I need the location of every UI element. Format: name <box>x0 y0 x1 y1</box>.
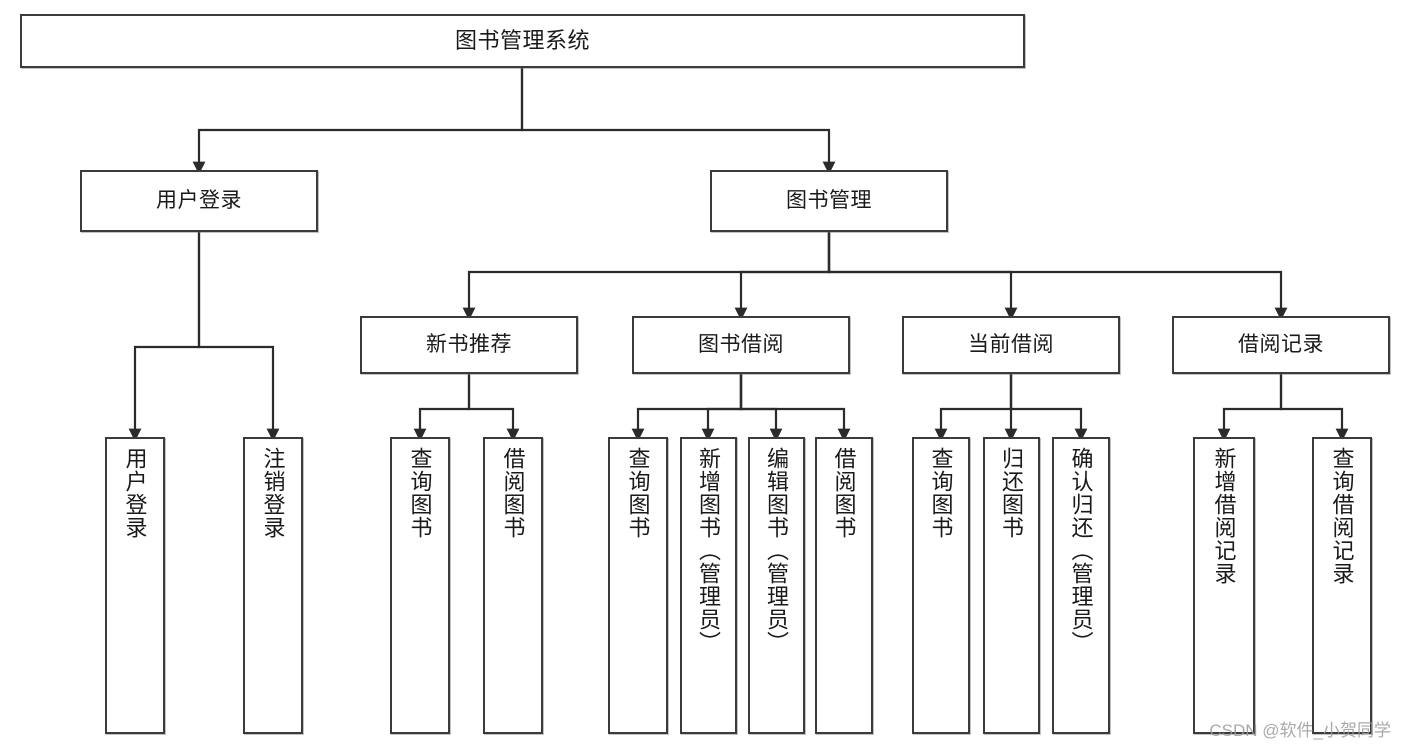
edge-new-book-recommend-to-query-book-1 <box>413 374 471 442</box>
edge-book-management-to-current-borrow <box>827 232 1018 321</box>
node-label: 注销登录 <box>260 447 286 539</box>
node-label: 借阅图书 <box>500 447 526 539</box>
edge-book-borrow-to-borrow-book-2 <box>739 374 851 442</box>
edge-book-management-to-new-book-recommend <box>462 232 831 321</box>
node-query-book-3[interactable]: 查询图书 <box>912 437 970 734</box>
edge-borrow-records-to-add-borrow-record <box>1217 374 1283 442</box>
node-label: 新增图书（管理员） <box>696 447 722 654</box>
node-user-login[interactable]: 用户登录 <box>80 170 318 232</box>
edge-current-borrow-to-query-book-3 <box>934 374 1013 442</box>
node-label: 图书借阅 <box>698 332 784 356</box>
node-label: 查询借阅记录 <box>1329 447 1355 585</box>
edge-root-to-user-login <box>192 68 524 175</box>
node-label: 归还图书 <box>999 447 1025 539</box>
node-label: 用户登录 <box>122 447 148 539</box>
node-label: 图书管理 <box>786 188 872 212</box>
node-label: 图书管理系统 <box>454 28 590 54</box>
edge-book-borrow-to-edit-book <box>739 374 783 442</box>
edge-new-book-recommend-to-borrow-book-1 <box>467 374 520 442</box>
edge-user-login-to-user-logout-leaf <box>197 232 280 442</box>
node-label: 用户登录 <box>156 188 242 212</box>
node-label: 新书推荐 <box>426 332 512 356</box>
node-add-borrow-record[interactable]: 新增借阅记录 <box>1193 437 1255 734</box>
edge-user-login-to-user-login-leaf <box>128 232 201 442</box>
node-label: 确认归还（管理员） <box>1068 447 1094 654</box>
node-label: 查询图书 <box>625 447 651 539</box>
node-user-logout-leaf[interactable]: 注销登录 <box>243 437 303 734</box>
node-query-book-1[interactable]: 查询图书 <box>390 437 450 734</box>
node-user-login-leaf[interactable]: 用户登录 <box>105 437 165 734</box>
node-borrow-book-1[interactable]: 借阅图书 <box>483 437 543 734</box>
watermark: CSDN @软件_小贺同学 <box>1209 721 1391 740</box>
node-label: 当前借阅 <box>968 332 1054 356</box>
node-edit-book[interactable]: 编辑图书（管理员） <box>748 437 805 734</box>
node-label: 借阅记录 <box>1238 332 1324 356</box>
edge-book-borrow-to-query-book-2 <box>631 374 743 442</box>
node-current-borrow[interactable]: 当前借阅 <box>902 316 1120 374</box>
node-add-book[interactable]: 新增图书（管理员） <box>680 437 737 734</box>
node-root[interactable]: 图书管理系统 <box>20 14 1025 68</box>
edge-current-borrow-to-confirm-return <box>1009 374 1088 442</box>
edge-root-to-book-management <box>520 68 836 175</box>
node-borrow-book-2[interactable]: 借阅图书 <box>815 437 873 734</box>
node-label: 借阅图书 <box>831 447 857 539</box>
node-label: 查询图书 <box>928 447 954 539</box>
node-query-book-2[interactable]: 查询图书 <box>608 437 668 734</box>
edge-book-borrow-to-add-book <box>701 374 743 442</box>
node-label: 编辑图书（管理员） <box>764 447 790 654</box>
node-borrow-records[interactable]: 借阅记录 <box>1172 316 1390 374</box>
node-label: 新增借阅记录 <box>1211 447 1237 585</box>
node-new-book-recommend[interactable]: 新书推荐 <box>360 316 578 374</box>
node-book-borrow[interactable]: 图书借阅 <box>632 316 850 374</box>
node-book-management[interactable]: 图书管理 <box>710 170 948 232</box>
edge-borrow-records-to-query-borrow-record <box>1279 374 1349 442</box>
node-return-book[interactable]: 归还图书 <box>983 437 1040 734</box>
node-label: 查询图书 <box>407 447 433 539</box>
edge-book-management-to-book-borrow <box>734 232 831 321</box>
edge-book-management-to-borrow-records <box>827 232 1288 321</box>
node-query-borrow-record[interactable]: 查询借阅记录 <box>1312 437 1372 734</box>
node-confirm-return[interactable]: 确认归还（管理员） <box>1052 437 1110 734</box>
